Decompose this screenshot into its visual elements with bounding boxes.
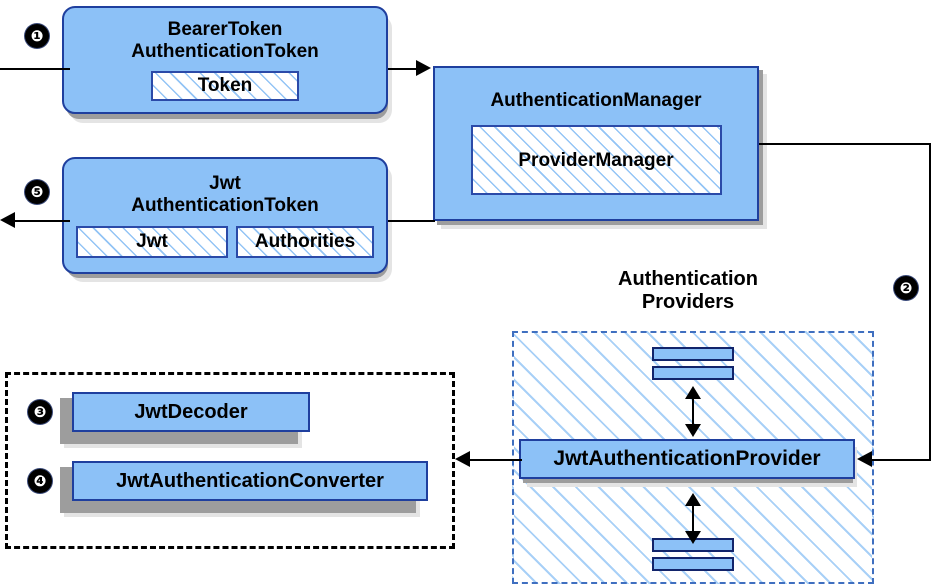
- provider-stub-top-1: [652, 347, 734, 361]
- provider-link-top-line: [692, 390, 694, 424]
- connector-bearer-to-manager-arrowhead: [416, 60, 431, 76]
- connector-request-in: [0, 68, 70, 70]
- providers-caption-line2: Providers: [641, 291, 735, 313]
- connector-manager-to-provider-h2: [872, 459, 931, 461]
- subbox-token-label: Token: [197, 75, 253, 97]
- subbox-token[interactable]: Token: [151, 70, 299, 101]
- provider-stub-bottom-2: [652, 557, 734, 571]
- jwt-token-title-line1: Jwt: [209, 173, 241, 195]
- node-jwt-authentication-token[interactable]: Jwt AuthenticationToken Jwt Authorities: [62, 157, 388, 274]
- subbox-authorities[interactable]: Authorities: [236, 225, 374, 258]
- support-components-group: [5, 372, 455, 549]
- connector-manager-to-jwt-token: [388, 220, 435, 222]
- bearer-token-title-line1: BearerToken: [167, 19, 283, 41]
- badge-step-1: ❶: [25, 24, 49, 48]
- connector-manager-to-provider-arrowhead: [857, 451, 872, 467]
- connector-manager-to-provider-v: [929, 143, 931, 460]
- node-bearer-token-authentication-token[interactable]: BearerToken AuthenticationToken Token: [62, 6, 388, 114]
- node-jwt-authentication-provider[interactable]: JwtAuthenticationProvider: [519, 439, 855, 479]
- provider-link-bottom-arrow-up: [685, 493, 701, 506]
- subbox-provider-manager[interactable]: ProviderManager: [470, 125, 722, 196]
- provider-link-bottom-line: [692, 497, 694, 531]
- authentication-manager-title: AuthenticationManager: [490, 90, 702, 111]
- provider-link-top-arrow-up: [685, 386, 701, 399]
- providers-caption-line1: Authentication: [618, 268, 758, 290]
- connector-manager-to-provider-h1: [759, 143, 931, 145]
- connector-bearer-to-manager: [388, 68, 420, 70]
- bearer-token-title: BearerToken AuthenticationToken: [125, 19, 325, 62]
- subbox-provider-manager-label: ProviderManager: [518, 149, 674, 171]
- bearer-token-title-line2: AuthenticationToken: [131, 40, 319, 62]
- connector-response-out: [15, 220, 70, 222]
- subbox-jwt-label: Jwt: [136, 231, 168, 253]
- jwt-decoder-label: JwtDecoder: [134, 400, 248, 423]
- badge-step-3: ❸: [28, 400, 52, 424]
- subbox-authorities-label: Authorities: [254, 231, 356, 253]
- provider-stub-top-2: [652, 366, 734, 380]
- connector-provider-to-support: [470, 459, 522, 461]
- jwt-authentication-provider-label: JwtAuthenticationProvider: [553, 447, 821, 471]
- connector-provider-to-support-arrowhead: [455, 451, 470, 467]
- connector-response-out-arrowhead: [0, 212, 15, 228]
- jwt-token-title: Jwt AuthenticationToken: [125, 173, 325, 216]
- node-jwt-authentication-converter[interactable]: JwtAuthenticationConverter: [72, 461, 428, 501]
- provider-link-bottom-arrow-down: [685, 531, 701, 544]
- subbox-jwt[interactable]: Jwt: [76, 225, 228, 258]
- jwt-token-title-line2: AuthenticationToken: [131, 194, 319, 216]
- badge-step-5: ❺: [25, 180, 49, 204]
- jwt-authentication-converter-label: JwtAuthenticationConverter: [116, 469, 384, 492]
- node-jwt-decoder[interactable]: JwtDecoder: [72, 392, 310, 432]
- badge-step-4: ❹: [28, 469, 52, 493]
- provider-link-top-arrow-down: [685, 424, 701, 437]
- authentication-providers-caption: Authentication Providers: [512, 268, 864, 314]
- jwt-token-inner-row: Jwt Authorities: [76, 225, 374, 258]
- badge-step-2: ❷: [894, 276, 918, 300]
- node-authentication-manager[interactable]: AuthenticationManager ProviderManager: [433, 66, 759, 221]
